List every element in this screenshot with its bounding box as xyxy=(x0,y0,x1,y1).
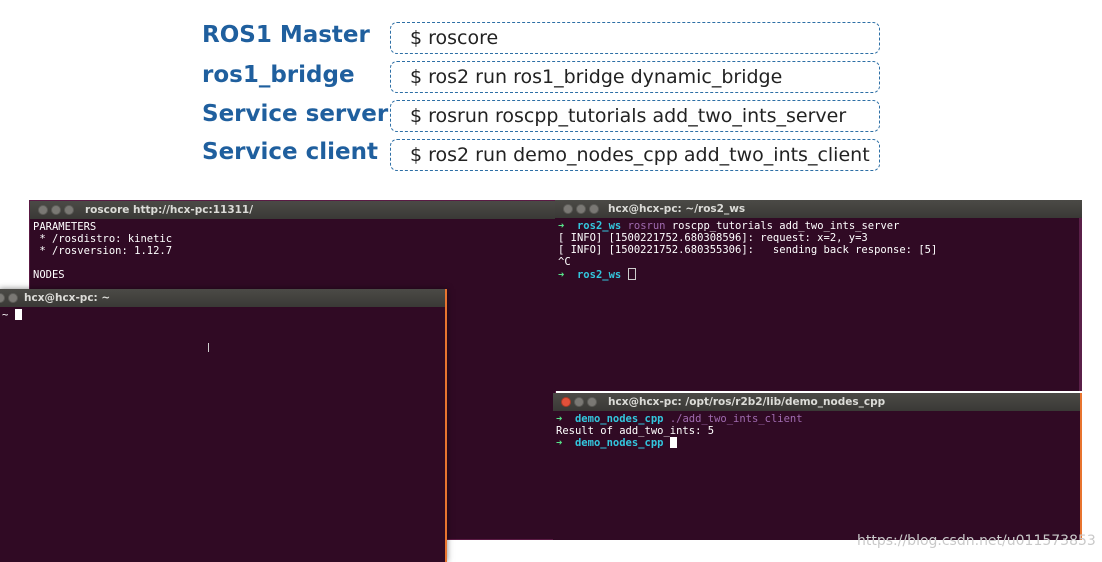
command-service-client: $ ros2 run demo_nodes_cpp add_two_ints_c… xyxy=(390,139,880,171)
titlebar-server[interactable]: hcx@hcx-pc: ~/ros2_ws xyxy=(555,200,1082,218)
minimize-button[interactable] xyxy=(574,397,584,407)
close-button[interactable] xyxy=(0,293,5,303)
terminal-output[interactable]: ~ xyxy=(0,307,445,321)
window-title: hcx@hcx-pc: ~ xyxy=(24,292,111,304)
label-ros1-bridge: ros1_bridge xyxy=(202,62,355,88)
terminal-home[interactable]: hcx@hcx-pc: ~ ~ xyxy=(0,289,447,562)
cursor xyxy=(669,437,677,448)
prompt-arrow-icon: ➜ xyxy=(558,269,565,281)
prompt-arrow-icon: ➜ xyxy=(558,220,565,232)
minimize-button[interactable] xyxy=(576,204,586,214)
close-button[interactable] xyxy=(563,204,573,214)
text-cursor-icon xyxy=(208,343,209,352)
window-title: roscore http://hcx-pc:11311/ xyxy=(85,204,254,216)
label-ros1-master: ROS1 Master xyxy=(202,22,370,48)
scrollbar[interactable] xyxy=(1079,218,1082,391)
terminal-server[interactable]: hcx@hcx-pc: ~/ros2_ws ➜ ros2_ws rosrun r… xyxy=(555,200,1082,391)
prompt-arrow-icon: ➜ xyxy=(556,437,563,449)
terminal-client[interactable]: hcx@hcx-pc: /opt/ros/r2b2/lib/demo_nodes… xyxy=(553,393,1082,540)
close-button[interactable] xyxy=(38,205,48,215)
cursor xyxy=(14,309,22,320)
maximize-button[interactable] xyxy=(589,204,599,214)
titlebar-client[interactable]: hcx@hcx-pc: /opt/ros/r2b2/lib/demo_nodes… xyxy=(553,393,1080,411)
close-button[interactable] xyxy=(561,397,571,407)
watermark: https://blog.csdn.net/u011573853 xyxy=(857,533,1096,549)
minimize-button[interactable] xyxy=(8,293,18,303)
window-title: hcx@hcx-pc: ~/ros2_ws xyxy=(608,203,746,215)
titlebar-home[interactable]: hcx@hcx-pc: ~ xyxy=(0,289,445,307)
command-ros1-bridge: $ ros2 run ros1_bridge dynamic_bridge xyxy=(390,61,880,93)
terminal-output: PARAMETERS * /rosdistro: kinetic * /rosv… xyxy=(33,221,173,281)
prompt-arrow-icon: ➜ xyxy=(556,413,563,425)
titlebar-roscore[interactable]: roscore http://hcx-pc:11311/ xyxy=(30,201,555,219)
command-service-server: $ rosrun roscpp_tutorials add_two_ints_s… xyxy=(390,100,880,132)
label-service-client: Service client xyxy=(202,139,378,165)
terminal-output: ➜ demo_nodes_cpp ./add_two_ints_client R… xyxy=(556,413,803,449)
minimize-button[interactable] xyxy=(51,205,61,215)
command-roscore: $ roscore xyxy=(390,22,880,54)
maximize-button[interactable] xyxy=(64,205,74,215)
label-service-server: Service server xyxy=(202,101,389,127)
cursor xyxy=(627,268,636,280)
terminal-output: ➜ ros2_ws rosrun roscpp_tutorials add_tw… xyxy=(558,220,938,281)
window-title: hcx@hcx-pc: /opt/ros/r2b2/lib/demo_nodes… xyxy=(608,396,886,408)
maximize-button[interactable] xyxy=(587,397,597,407)
